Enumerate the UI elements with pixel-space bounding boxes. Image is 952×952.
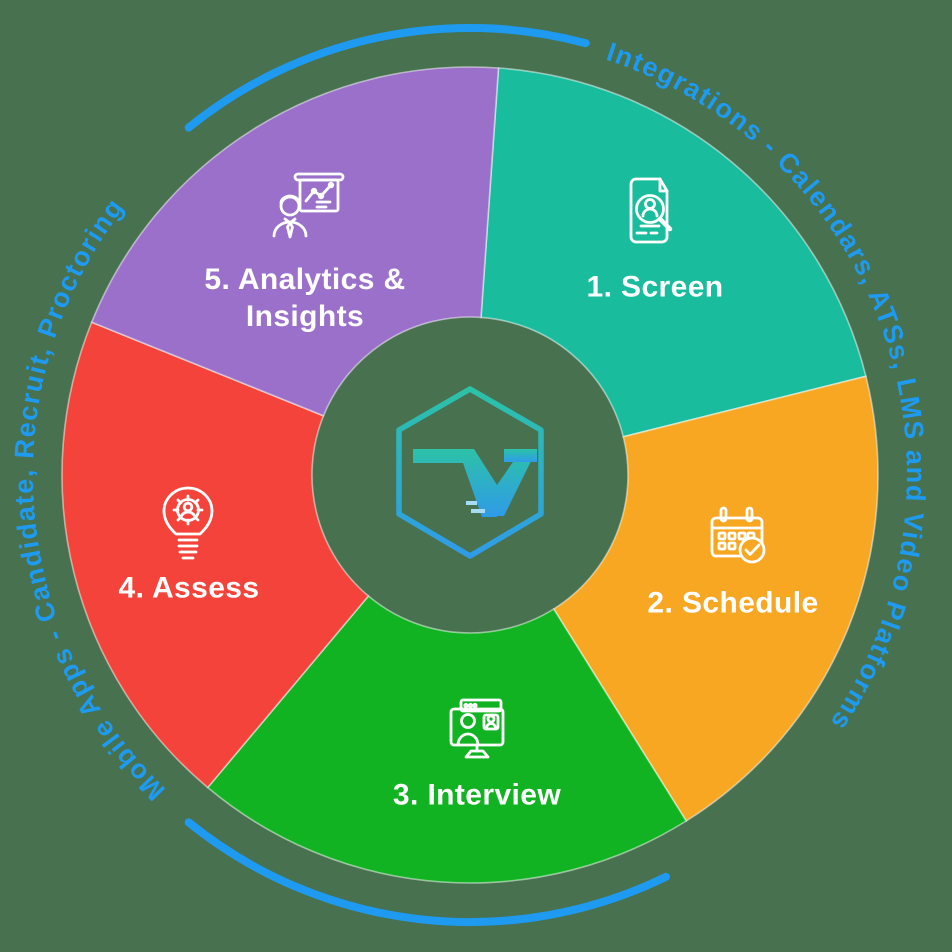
process-wheel — [61, 66, 879, 884]
segment-label-assess: 4. Assess — [118, 571, 260, 605]
segment-schedule — [552, 375, 879, 823]
logo-accent-dash — [471, 509, 485, 513]
segment-label-analytics: 5. Analytics & Insights — [204, 263, 406, 333]
logo-letter-t — [413, 449, 497, 517]
ring-arc-top — [184, 24, 590, 132]
lightbulb-gear-icon — [162, 486, 214, 560]
document-search-icon — [629, 177, 673, 244]
presenter-chart-icon — [272, 172, 345, 239]
segment-screen — [480, 67, 867, 438]
video-interview-icon — [449, 698, 505, 759]
segment-label-schedule: 2. Schedule — [647, 586, 819, 620]
segment-analytics — [90, 66, 500, 417]
segment-label-screen: 1. Screen — [586, 270, 724, 304]
segment-interview — [206, 594, 688, 884]
logo-top-bar-right — [504, 449, 537, 462]
logo-accent-dash — [466, 501, 477, 505]
ring-arc-bottom — [184, 818, 670, 926]
calendar-check-icon — [710, 506, 766, 564]
segment-label-interview: 3. Interview — [392, 778, 562, 812]
hexagon-outline — [396, 386, 544, 559]
talview-logo — [396, 386, 544, 559]
segment-assess — [61, 321, 370, 789]
check-circle — [738, 536, 766, 564]
